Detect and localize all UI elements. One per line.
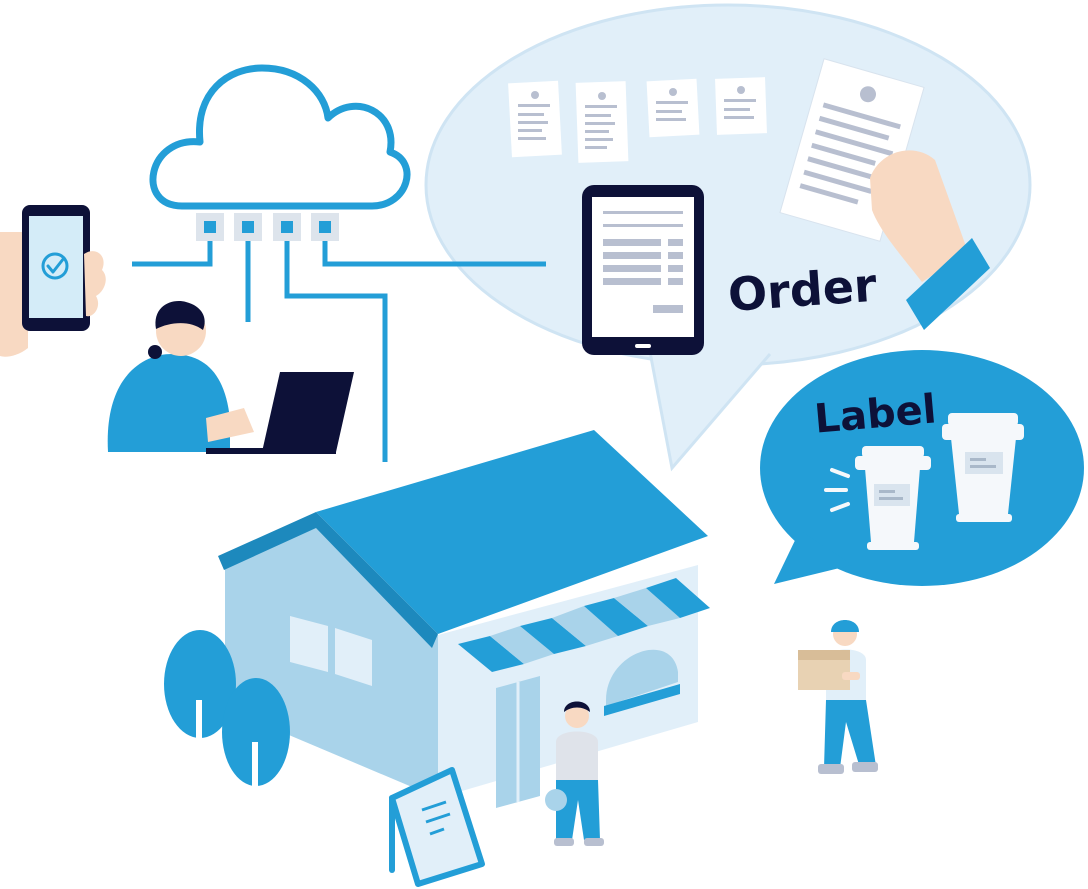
- tree-icon: [164, 630, 236, 762]
- person-icon: [798, 620, 878, 774]
- coffee-cup-icon: [855, 446, 931, 550]
- delivery-box-icon: [798, 650, 850, 690]
- smartphone-with-hand: [0, 205, 106, 357]
- person-at-laptop: [107, 301, 354, 454]
- store-icon: [218, 430, 710, 808]
- tablet-icon: [582, 185, 704, 355]
- check-circle-icon: [41, 252, 69, 280]
- laptop-icon: [206, 372, 354, 454]
- cloud-icon: [149, 64, 411, 210]
- tree-icon: [222, 678, 290, 808]
- document-icon: [646, 78, 700, 138]
- coffee-cup-icon: [942, 413, 1024, 522]
- person-icon: [545, 701, 604, 846]
- hand-icon: [870, 150, 990, 330]
- a-frame-sign-icon: [389, 767, 485, 887]
- network-lines: [132, 236, 546, 462]
- connector-ports: [196, 213, 339, 241]
- document-icon: [508, 80, 562, 158]
- document-icon: [575, 81, 629, 163]
- order-documents: [508, 77, 767, 163]
- order-label: Order: [726, 258, 878, 322]
- document-icon: [715, 77, 767, 135]
- label-label: Label: [813, 386, 938, 442]
- motion-lines: [824, 468, 850, 512]
- held-receipt: [779, 58, 990, 330]
